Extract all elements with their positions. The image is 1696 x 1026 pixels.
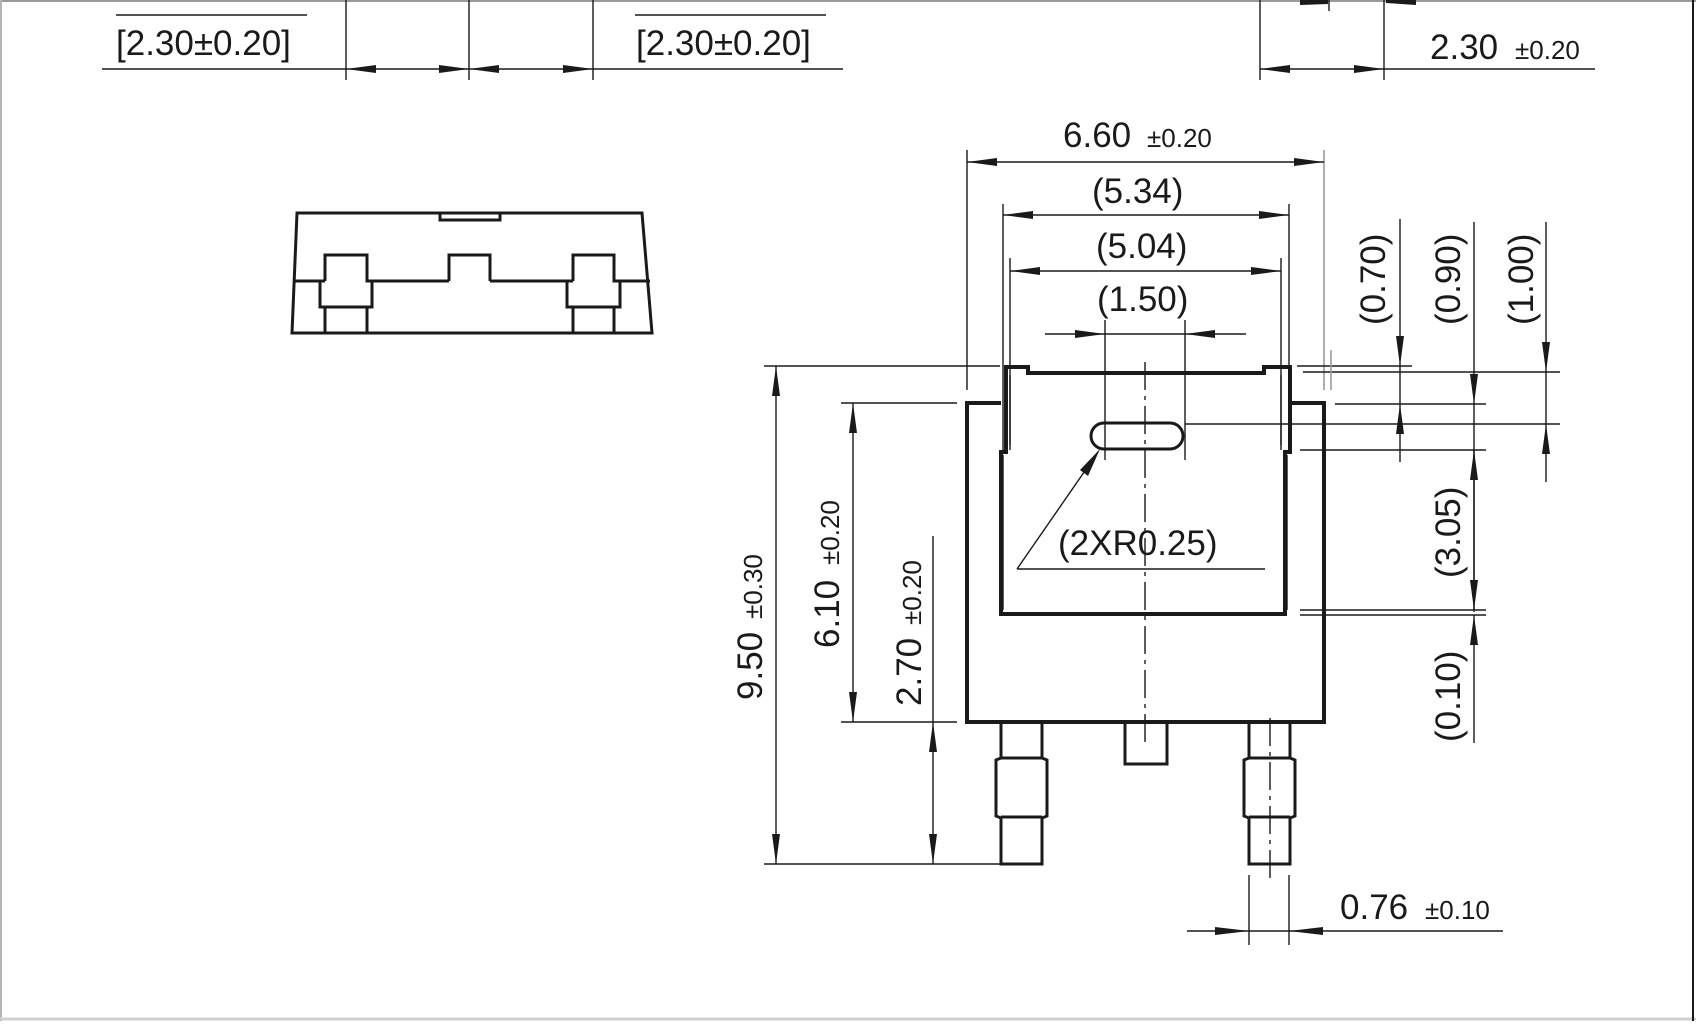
lead-width-tolerance: ±0.10	[1425, 895, 1490, 925]
dim-0-70: (0.70)	[1354, 234, 1393, 325]
dim-0-10: (0.10)	[1429, 651, 1468, 742]
width-dimensions: 6.60 ±0.20 (5.34) (5.04) (1.50)	[966, 116, 1325, 460]
tab-outer-width: (5.34)	[1092, 172, 1183, 211]
lead-length-value: 2.70	[890, 638, 929, 706]
slot-width: (1.50)	[1097, 280, 1188, 319]
radius-note: (2XR0.25)	[1058, 524, 1218, 563]
top-left-dim-2: [2.30±0.20]	[636, 24, 811, 63]
height-dimensions: 9.50 ±0.30 6.10 ±0.20 2.70 ±0.20	[731, 365, 1000, 865]
radius-callout: (2XR0.25)	[1016, 449, 1265, 570]
dim-3-05: (3.05)	[1429, 487, 1468, 578]
lead-right	[1242, 718, 1297, 880]
body-height-tolerance: ±0.20	[815, 500, 845, 565]
body-height-value: 6.10	[808, 580, 847, 648]
overall-height-tolerance: ±0.30	[738, 554, 768, 619]
dim-0-90: (0.90)	[1429, 234, 1468, 325]
side-view	[290, 211, 654, 335]
overall-width-value: 6.60	[1063, 116, 1131, 155]
lead-width-value: 0.76	[1340, 888, 1408, 927]
overall-width-tolerance: ±0.20	[1147, 123, 1212, 153]
package-top-view	[965, 362, 1326, 880]
top-right-dim-value: 2.30	[1430, 28, 1498, 67]
lead-length-tolerance: ±0.20	[897, 560, 927, 625]
tab-inner-width: (5.04)	[1096, 227, 1187, 266]
top-left-dimension-group: [2.30±0.20] [2.30±0.20]	[102, 0, 843, 80]
top-left-dim-1: [2.30±0.20]	[116, 24, 291, 63]
lead-left	[994, 722, 1049, 866]
dim-1-00: (1.00)	[1502, 234, 1541, 325]
right-dimensions: (0.70) (0.90) (1.00) (3.05) (0.10)	[1185, 219, 1560, 743]
lead-center	[1123, 722, 1169, 766]
overall-height-value: 9.50	[731, 632, 770, 700]
lead-width-dimension: 0.76 ±0.10	[1187, 875, 1503, 945]
top-right-dimension-group: 2.30 ±0.20	[1259, 0, 1595, 80]
top-right-dim-tolerance: ±0.20	[1515, 35, 1580, 65]
